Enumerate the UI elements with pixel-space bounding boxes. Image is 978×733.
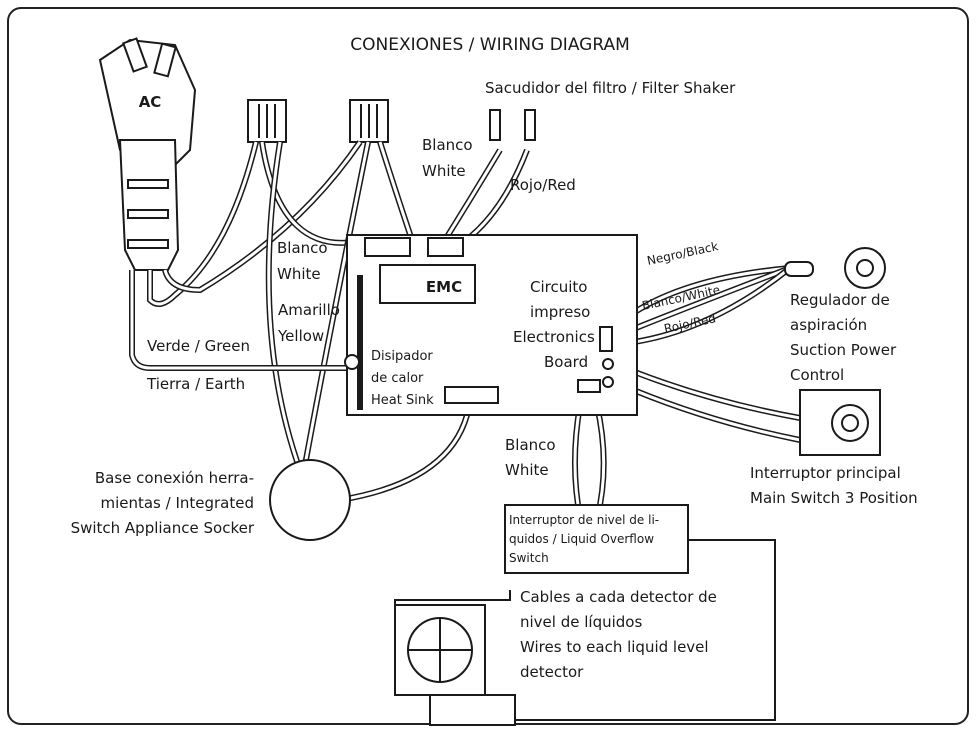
main-switch-line-1: Interruptor principal — [750, 464, 901, 482]
yellow-en: Yellow — [277, 327, 324, 345]
suction-line-2: aspiración — [790, 316, 867, 334]
earth-label: Tierra / Earth — [146, 375, 245, 393]
ac-label: AC — [139, 93, 162, 111]
heatsink-line-3: Heat Sink — [371, 393, 434, 408]
overflow-line-1: Interruptor de nivel de li- — [509, 513, 659, 527]
emc-label: EMC — [426, 278, 462, 296]
diagram-title: CONEXIONES / WIRING DIAGRAM — [350, 35, 630, 55]
detector-line-1: Cables a cada detector de — [520, 588, 717, 606]
ac-plug: AC — [98, 37, 197, 271]
filter-shaker-terminals — [489, 109, 536, 141]
socket-line-3: Switch Appliance Socker — [71, 519, 255, 537]
socket-line-2: mientas / Integrated — [100, 494, 254, 512]
shaker-white-es: Blanco — [422, 136, 473, 154]
shaker-red: Rojo/Red — [510, 176, 576, 194]
yellow-es: Amarillo — [278, 301, 340, 319]
suction-line-4: Control — [790, 366, 844, 384]
appliance-socket — [269, 459, 351, 541]
overflow-lead — [515, 539, 776, 721]
suction-line-3: Suction Power — [790, 341, 897, 359]
overflow-switch-box — [504, 504, 689, 574]
shaker-white-en: White — [422, 162, 466, 180]
board-line-1: Circuito — [530, 278, 587, 296]
main-switch — [799, 389, 881, 456]
suction-line-1: Regulador de — [790, 291, 890, 309]
board-line-2: impreso — [530, 303, 590, 321]
overflow-line-2: quidos / Liquid Overflow — [509, 532, 654, 546]
socket-line-1: Base conexión herra- — [95, 469, 254, 487]
heatsink-line-1: Disipador — [371, 349, 433, 364]
main-switch-line-2: Main Switch 3 Position — [750, 489, 918, 507]
detector-line-4: detector — [520, 663, 584, 681]
board-white-en: White — [277, 265, 321, 283]
wire-black-label: Negro/Black — [646, 239, 720, 268]
liquid-detector — [394, 590, 516, 726]
connector-right — [349, 99, 389, 143]
board-white-es: Blanco — [277, 239, 328, 257]
earth-screw — [344, 354, 360, 370]
heatsink-line-2: de calor — [371, 371, 424, 386]
filter-shaker-label: Sacudidor del filtro / Filter Shaker — [485, 79, 736, 97]
connector-left — [247, 99, 287, 143]
green-label: Verde / Green — [147, 337, 250, 355]
board-line-4: Board — [544, 353, 588, 371]
suction-power-control — [784, 247, 886, 289]
detector-line-3: Wires to each liquid level — [520, 638, 709, 656]
board-line-3: Electronics — [513, 328, 595, 346]
lower-white-es: Blanco — [505, 436, 556, 454]
detector-line-2: nivel de líquidos — [520, 613, 642, 631]
overflow-line-3: Switch — [509, 551, 549, 565]
lower-white-en: White — [505, 461, 549, 479]
electronics-board: EMC — [346, 234, 638, 416]
